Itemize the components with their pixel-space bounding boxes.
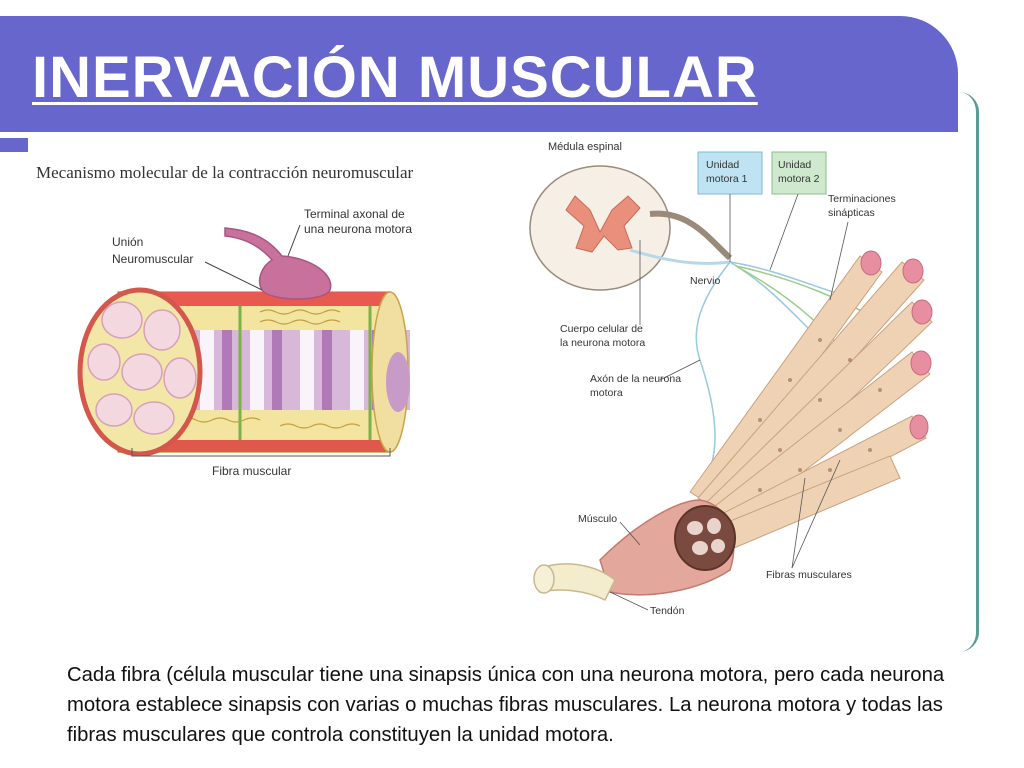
label-tendon: Tendón bbox=[650, 605, 685, 617]
label-cell-body-2: la neurona motora bbox=[560, 337, 645, 349]
title-bar bbox=[0, 16, 958, 132]
unit1-box bbox=[697, 151, 763, 195]
muscle-belly bbox=[533, 499, 736, 602]
label-terminals-2: sinápticas bbox=[828, 207, 875, 219]
left-figure: Mecanismo molecular de la contracción ne… bbox=[36, 163, 413, 478]
label-junction-2: Neuromuscular bbox=[112, 252, 193, 266]
label-fibers: Fibras musculares bbox=[766, 569, 852, 581]
axon-terminal bbox=[224, 227, 332, 300]
label-unit1-2: motora 1 bbox=[706, 173, 748, 185]
muscle-fibers bbox=[689, 255, 933, 549]
slide-caption: Cada fibra (célula muscular tiene una si… bbox=[67, 664, 945, 746]
accent-bar bbox=[0, 138, 28, 152]
frame-line bbox=[954, 92, 979, 652]
label-axon-terminal-2: una neurona motora bbox=[304, 222, 412, 236]
label-cell-body-1: Cuerpo celular de bbox=[560, 323, 643, 335]
slide-title: INERVACIÓN MUSCULAR bbox=[32, 45, 758, 110]
label-unit2-1: Unidad bbox=[778, 159, 811, 171]
label-muscle: Músculo bbox=[578, 513, 617, 525]
label-spinal-cord: Médula espinal bbox=[548, 141, 622, 153]
left-figure-heading: Mecanismo molecular de la contracción ne… bbox=[36, 163, 413, 182]
label-terminals-1: Terminaciones bbox=[828, 193, 896, 205]
label-unit2-2: motora 2 bbox=[778, 173, 820, 185]
label-junction-1: Unión bbox=[112, 235, 143, 249]
label-fiber: Fibra muscular bbox=[212, 464, 291, 478]
spinal-cord bbox=[529, 165, 733, 291]
label-axon-2: motora bbox=[590, 387, 623, 399]
unit2-box bbox=[771, 151, 827, 195]
muscle-fiber-cylinder bbox=[77, 287, 410, 457]
label-unit1-1: Unidad bbox=[706, 159, 739, 171]
right-figure: Médula espinal Unidad motora 1 Unidad mo… bbox=[529, 141, 933, 617]
label-axon-1: Axón de la neurona bbox=[590, 373, 681, 385]
label-axon-terminal-1: Terminal axonal de bbox=[304, 207, 405, 221]
label-nerve: Nervio bbox=[690, 275, 721, 287]
